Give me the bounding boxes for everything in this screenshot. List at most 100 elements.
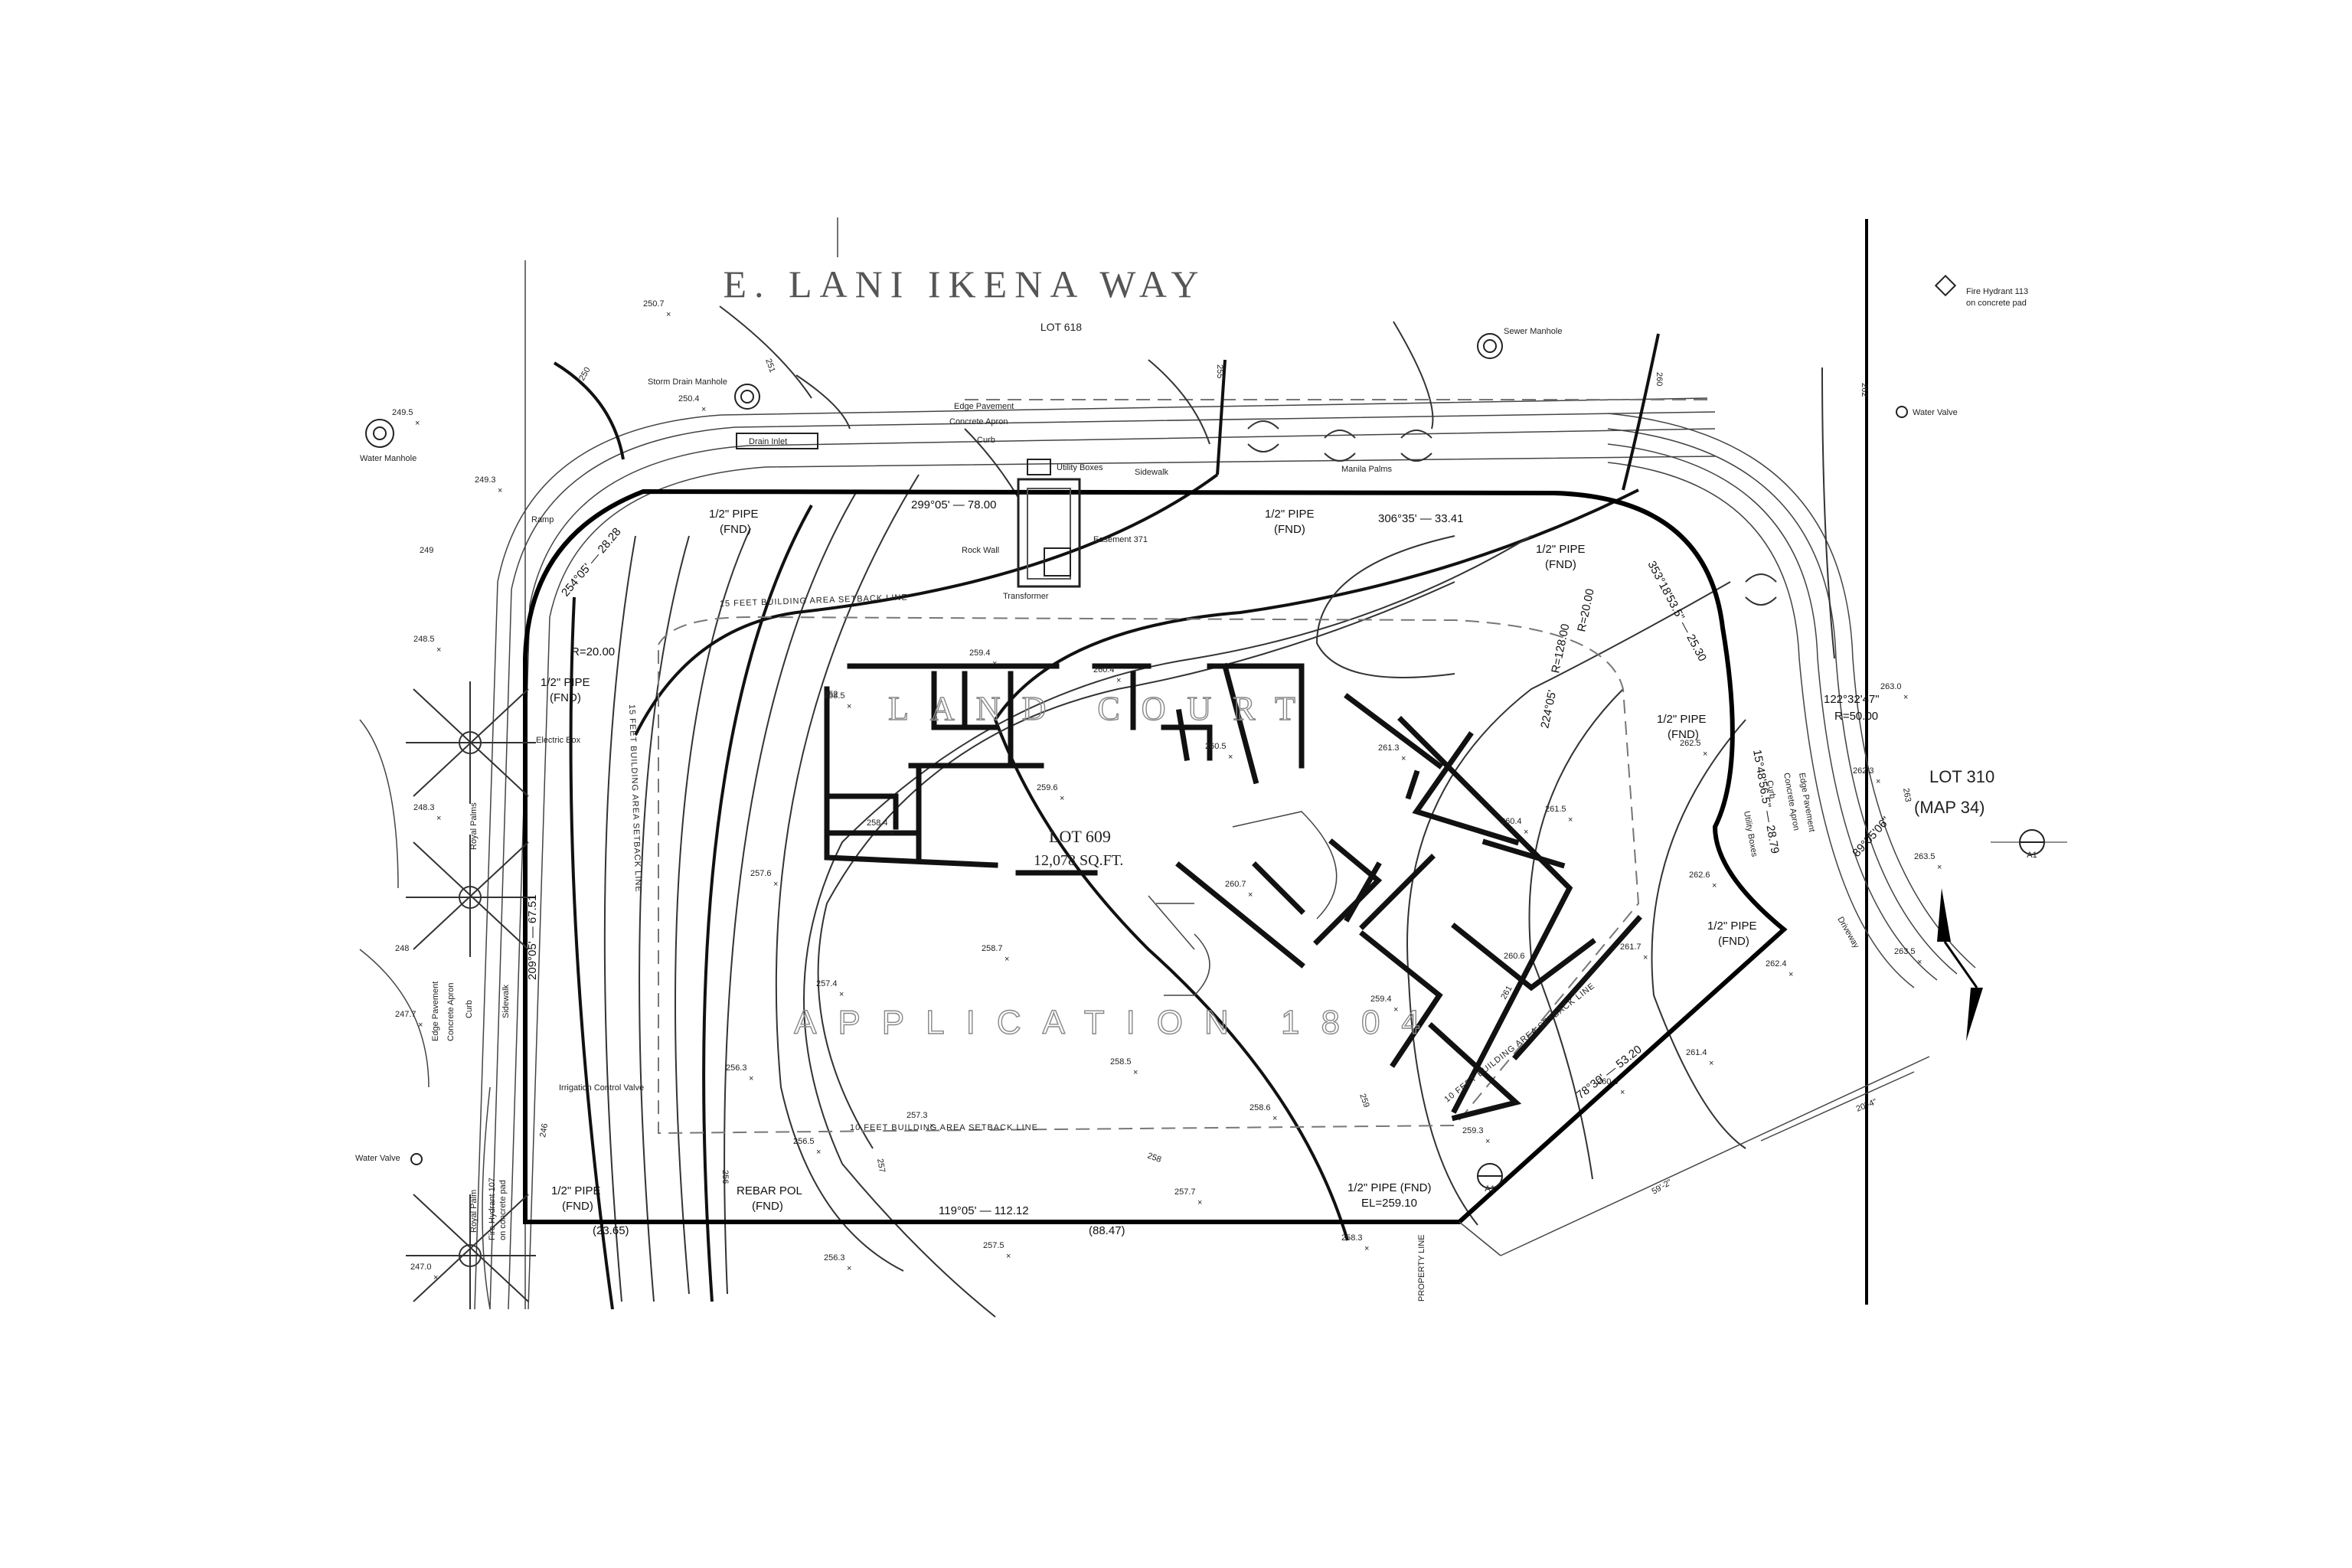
utility-boxes-label: Utility Boxes xyxy=(1057,463,1103,472)
manila-palms-icon xyxy=(1247,420,1777,606)
svg-text:209°05' — 67.51: 209°05' — 67.51 xyxy=(526,895,539,980)
spot-elevation: 257.4× xyxy=(816,979,844,999)
spot-elevation: 256.5× xyxy=(793,1137,821,1157)
spot-elevation-mark: × xyxy=(1643,953,1648,962)
spot-elevation-mark: × xyxy=(415,419,420,428)
transformer-label: Transformer xyxy=(1003,592,1049,601)
spot-elevation: 257.5× xyxy=(983,1241,1011,1261)
spot-elevation-mark: × xyxy=(1568,815,1573,825)
svg-text:78°30' — 53.20: 78°30' — 53.20 xyxy=(1574,1043,1645,1102)
svg-text:R=20.00: R=20.00 xyxy=(1575,587,1597,632)
section-marker-label-right: A1 xyxy=(2027,851,2037,860)
spot-elevation-mark: × xyxy=(847,1264,851,1273)
spot-elevation: 260.4× xyxy=(1501,817,1528,837)
spot-elevation: 260.3× xyxy=(1597,1077,1625,1097)
svg-text:REBAR POL: REBAR POL xyxy=(737,1184,802,1197)
sewer-manhole-label: Sewer Manhole xyxy=(1504,327,1562,336)
spot-elevation: 260.5× xyxy=(1205,742,1233,762)
spot-elevation-mark: × xyxy=(1709,1059,1713,1068)
spot-elevation: 259.4× xyxy=(969,648,997,668)
spot-elevation-mark: × xyxy=(1712,881,1717,890)
concrete-apron-label: Concrete Apron xyxy=(949,417,1008,426)
royal-palm-label: Royal Palm xyxy=(469,1190,479,1233)
road-name: E. LANI IKENA WAY xyxy=(723,263,1206,305)
svg-text:224°05': 224°05' xyxy=(1538,689,1559,730)
concrete-apron-left: Concrete Apron xyxy=(446,983,456,1041)
house-footprint xyxy=(824,662,1642,1122)
spot-elevation: 256.3× xyxy=(726,1063,753,1083)
spot-elevation-value: 258.7 xyxy=(982,944,1003,953)
north-arrow-icon xyxy=(1937,888,1983,1041)
contour-label: 252 xyxy=(824,690,838,699)
spot-elevation: 261.3× xyxy=(1378,743,1406,763)
spot-elevation-mark: × xyxy=(498,486,502,495)
spot-elevation: 263.5× xyxy=(1914,852,1942,872)
spot-elevation-mark: × xyxy=(1876,777,1880,786)
spot-elevation: 248.3× xyxy=(413,803,441,823)
spot-elevation-mark: × xyxy=(418,1021,423,1030)
spot-elevation: 250.4× xyxy=(678,394,706,414)
water-manhole-icon xyxy=(365,419,394,448)
setback-bottom-label: 10 FEET BUILDING AREA SETBACK LINE xyxy=(850,1123,1038,1132)
spot-elevation: 262.3× xyxy=(1853,766,1880,786)
svg-text:1/2" PIPE: 1/2" PIPE xyxy=(541,676,590,689)
contour-label: 257 xyxy=(875,1158,887,1173)
spot-elevation: 258.5× xyxy=(1110,1057,1138,1077)
sewer-manhole-icon xyxy=(1477,333,1503,359)
spot-elevation-mark: × xyxy=(1620,1088,1625,1097)
spot-elevation: 259.4× xyxy=(1370,995,1398,1014)
electric-box-label: Electric Box xyxy=(536,736,581,745)
roadway-curb-lines xyxy=(474,397,1976,1310)
contour-label: 256 xyxy=(720,1170,730,1184)
lot-609-label: LOT 609 xyxy=(1049,827,1111,846)
spot-elevation-value: 262.6 xyxy=(1689,871,1710,880)
svg-text:1/2" PIPE: 1/2" PIPE xyxy=(551,1184,601,1197)
contour-label: 259 xyxy=(1357,1093,1371,1109)
fire-hydrant-113-icon xyxy=(1934,274,1957,297)
spot-elevation: 257.6× xyxy=(750,869,778,889)
royal-palm-trees-icon xyxy=(406,681,536,1309)
fire-hydrant-113-pad: on concrete pad xyxy=(1966,299,2027,308)
spot-elevation: 261.7× xyxy=(1620,942,1648,962)
manila-palms-label: Manila Palms xyxy=(1341,465,1393,474)
spot-elevation-value: 250.7 xyxy=(643,299,665,309)
spot-elevation-mark: × xyxy=(1272,1114,1277,1123)
setback-top-label: 15 FEET BUILDING AREA SETBACK LINE xyxy=(720,593,908,609)
spot-elevation: 259.3× xyxy=(1462,1126,1490,1146)
contour-label: 248 xyxy=(395,944,409,953)
svg-text:(FND): (FND) xyxy=(752,1200,783,1213)
spot-elevation-mark: × xyxy=(1703,750,1707,759)
spot-elevation-value: 257.4 xyxy=(816,979,838,988)
fire-hydrant-107-label: Fire Hydrant 107 xyxy=(488,1178,497,1240)
royal-palms-label: Royal Palms xyxy=(469,802,479,850)
svg-text:1/2" PIPE: 1/2" PIPE xyxy=(1707,920,1757,933)
spot-elevation: 258.5× xyxy=(824,691,851,711)
spot-elevation-value: 256.5 xyxy=(793,1137,815,1146)
spot-elevation: 262.6× xyxy=(1689,871,1717,890)
spot-elevation-mark: × xyxy=(773,880,778,889)
spot-elevation-mark: × xyxy=(433,1273,438,1282)
spot-elevation-mark: × xyxy=(1228,753,1233,762)
spot-elevation: 261.4× xyxy=(1686,1048,1713,1068)
spot-elevation-value: 258.5 xyxy=(824,691,845,701)
spot-elevation-value: 260.4 xyxy=(1093,665,1115,675)
curb-left: Curb xyxy=(465,1000,474,1018)
spot-elevation-value: 259.6 xyxy=(1037,783,1058,792)
spot-elevation-value: 260.4 xyxy=(1501,817,1522,826)
spot-elevation-mark: × xyxy=(701,405,706,414)
contour-label: 262 xyxy=(1860,383,1869,397)
contour-label: 246 xyxy=(538,1122,550,1138)
spot-elevation: 263.0× xyxy=(1880,682,1908,702)
spot-elevation-mark: × xyxy=(929,1122,934,1131)
spot-elevation-mark: × xyxy=(992,659,997,668)
svg-text:(FND): (FND) xyxy=(1718,935,1749,948)
svg-text:1/2" PIPE: 1/2" PIPE xyxy=(1265,508,1315,521)
spot-elevation-mark: × xyxy=(1393,1005,1398,1014)
section-marker-icon: A1 A1 xyxy=(1477,829,2067,1194)
svg-text:1/2" PIPE: 1/2" PIPE xyxy=(1536,543,1586,556)
spot-elevation-mark: × xyxy=(1197,1198,1202,1207)
spot-elevation-mark: × xyxy=(1364,1244,1369,1253)
spot-elevation-value: 248.5 xyxy=(413,635,435,644)
